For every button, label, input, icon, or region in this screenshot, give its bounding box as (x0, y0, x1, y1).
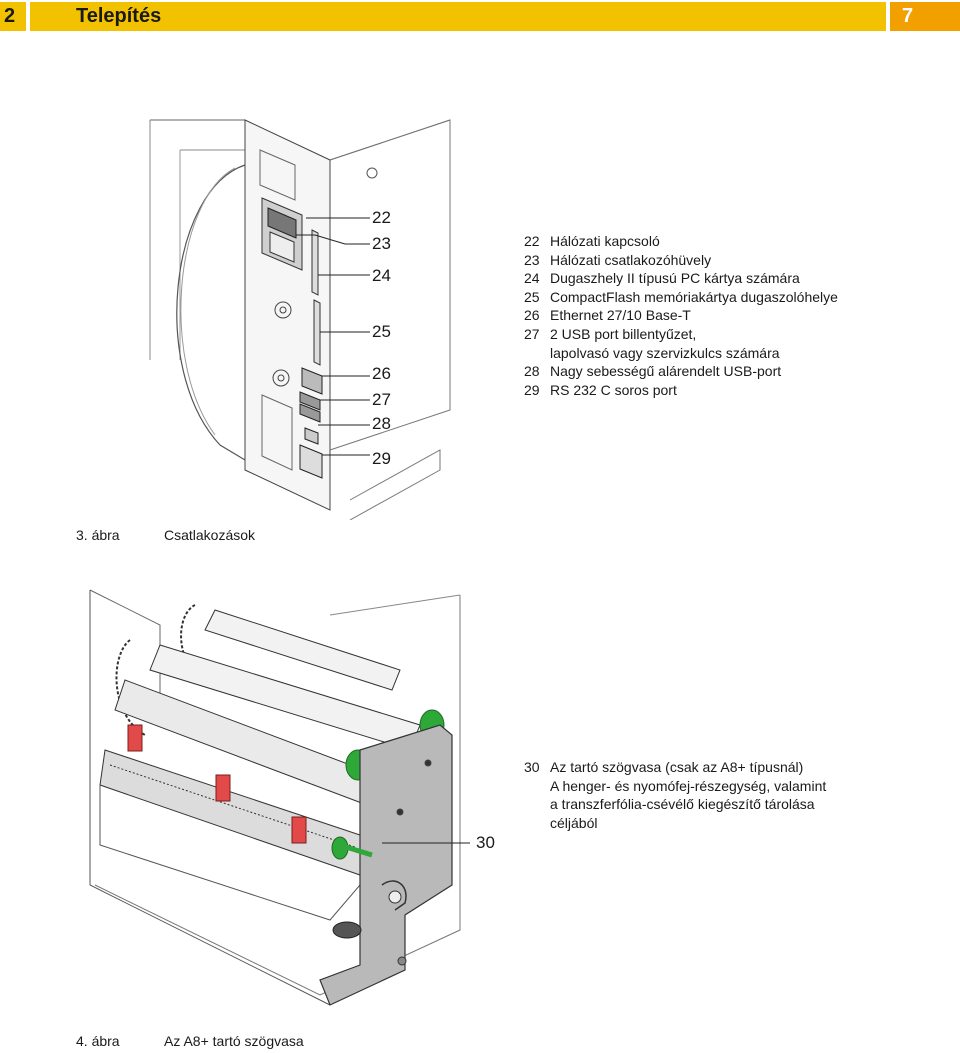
callout-23: 23 (372, 234, 391, 253)
legend-continuation: A henger- és nyomófej-részegység, valami… (550, 777, 827, 794)
legend-text: 2 USB port billentyűzet, (550, 325, 697, 342)
caption-label: 3. ábra (76, 527, 120, 543)
legend-number: 22 (524, 233, 540, 249)
chapter-title: Telepítés (30, 2, 886, 31)
callout-30: 30 (476, 833, 495, 852)
legend-item: 27 2 USB port billentyűzet, (524, 325, 838, 344)
page-header: 2 Telepítés 7 (0, 0, 960, 34)
legend-number: 24 (524, 270, 540, 287)
legend-text: Hálózati csatlakozóhüvely (550, 251, 712, 268)
legend-number: 26 (524, 307, 540, 324)
legend-item: 24 Dugaszhely II típusú PC kártya számára (524, 269, 838, 288)
callout-22: 22 (372, 208, 391, 227)
legend-number: 30 (524, 759, 540, 775)
callout-25: 25 (372, 322, 391, 341)
figure3-caption: 3. ábra Csatlakozások (76, 527, 376, 547)
figure3-legend: 22 Hálózati kapcsoló 23 Hálózati csatlakoz… (524, 232, 838, 399)
legend-text: CompactFlash memóriakártya dugaszolóhely… (550, 288, 838, 305)
legend-item: 26 Ethernet 27/10 Base-T (524, 306, 838, 325)
caption-text: Csatlakozások (164, 527, 256, 543)
legend-text: Hálózati kapcsoló (550, 233, 660, 249)
legend-continuation: lapolvasó vagy szervizkulcs számára (550, 344, 780, 361)
bracket-illustration (89, 589, 470, 1006)
legend-item: 30 Az tartó szögvasa (csak az A8+ típusná… (524, 758, 826, 777)
callout-29: 29 (372, 449, 391, 468)
legend-text: Dugaszhely II típusú PC kártya számára (550, 270, 800, 287)
legend-text: RS 232 C soros port (550, 381, 677, 398)
legend-number: 25 (524, 288, 540, 305)
legend-number: 23 (524, 251, 540, 268)
legend-number: 27 (524, 325, 540, 342)
legend-text: Ethernet 27/10 Base-T (550, 307, 691, 324)
figure4-caption: 4. ábra Az A8+ tartó szögvasa (76, 1033, 476, 1053)
figure4-legend: 30 Az tartó szögvasa (csak az A8+ típusná… (524, 758, 826, 832)
legend-number: 28 (524, 363, 540, 380)
page-number: 7 (890, 2, 960, 31)
legend-item: 23 Hálózati csatlakozóhüvely (524, 251, 838, 270)
legend-item: 29 RS 232 C soros port (524, 381, 838, 400)
legend-continuation: céljából (550, 814, 598, 831)
caption-text: Az A8+ tartó szögvasa (164, 1033, 304, 1049)
legend-continuation: a transzferfólia-csévélő kiegészítő táro… (550, 796, 815, 813)
legend-number: 29 (524, 381, 540, 398)
legend-text: Nagy sebességű alárendelt USB-port (550, 363, 782, 380)
callout-28: 28 (372, 414, 391, 433)
legend-item: 28 Nagy sebességű alárendelt USB-port (524, 362, 838, 381)
connector-panel-illustration (149, 119, 451, 520)
legend-item: 25 CompactFlash memóriakártya dugaszolóhe… (524, 288, 838, 307)
chapter-number: 2 (0, 2, 26, 31)
callout-24: 24 (372, 266, 391, 285)
callout-27: 27 (372, 390, 391, 409)
caption-label: 4. ábra (76, 1033, 120, 1049)
callout-26: 26 (372, 364, 391, 383)
legend-text: Az tartó szögvasa (csak az A8+ típusnál) (550, 759, 804, 775)
legend-item: 22 Hálózati kapcsoló (524, 232, 838, 251)
